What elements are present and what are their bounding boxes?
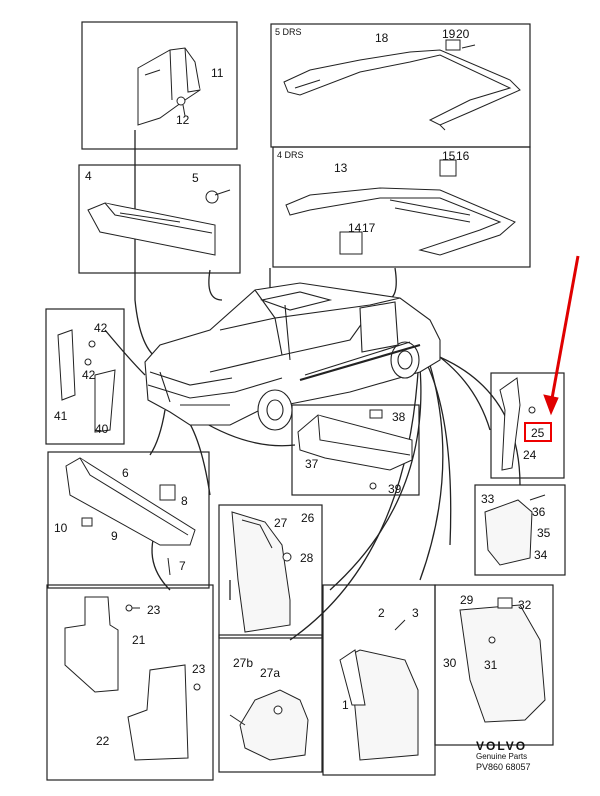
label-32: 32 <box>518 598 532 612</box>
label-39: 39 <box>388 482 402 496</box>
car-illustration <box>144 282 441 431</box>
label-17: 17 <box>362 221 376 235</box>
bumper-37-drawing <box>297 409 413 490</box>
highlight-box <box>524 422 552 442</box>
mud-flap-27-drawing <box>231 511 292 633</box>
label-18: 18 <box>375 31 389 45</box>
label-12: 12 <box>176 113 190 127</box>
highlight-arrow <box>543 255 580 416</box>
label-22: 22 <box>96 734 110 748</box>
label-16: 16 <box>456 149 470 163</box>
side-plate-21-drawing <box>64 596 140 693</box>
label-24: 24 <box>523 448 537 462</box>
label-25: 25 <box>531 426 545 440</box>
panel-title-5drs: 5 DRS <box>275 27 302 37</box>
label-27: 27 <box>274 516 288 530</box>
label-3: 3 <box>412 606 419 620</box>
brand-subtitle: Genuine Parts <box>476 752 528 761</box>
rear-strip-drawing <box>499 377 536 471</box>
label-10: 10 <box>54 521 68 535</box>
label-36: 36 <box>532 505 546 519</box>
label-20: 20 <box>456 27 470 41</box>
leader-lines <box>104 130 521 641</box>
label-21: 21 <box>132 633 146 647</box>
label-42-top: 42 <box>94 321 108 335</box>
label-13: 13 <box>334 161 348 175</box>
label-31: 31 <box>484 658 498 672</box>
label-14: 14 <box>348 221 362 235</box>
tray-4-drawing <box>87 189 231 256</box>
label-15: 15 <box>442 149 456 163</box>
panel-title-4drs: 4 DRS <box>277 150 304 160</box>
label-9: 9 <box>111 529 118 543</box>
molding-18-drawing <box>283 39 521 131</box>
label-30: 30 <box>443 656 457 670</box>
panel-frames <box>45 21 566 781</box>
grille-drawing <box>57 329 116 433</box>
label-4: 4 <box>85 169 92 183</box>
label-27a: 27a <box>260 666 281 680</box>
label-28: 28 <box>300 551 314 565</box>
label-6: 6 <box>122 466 129 480</box>
label-42-mid: 42 <box>82 368 96 382</box>
label-23-bottom: 23 <box>192 662 206 676</box>
wheel-arch-1-drawing <box>339 619 419 761</box>
bracket-11-drawing <box>137 47 201 126</box>
label-29: 29 <box>460 593 474 607</box>
side-plate-22-drawing <box>127 664 201 761</box>
mud-flap-34-drawing <box>484 494 546 566</box>
label-35: 35 <box>537 526 551 540</box>
molding-13-drawing <box>285 159 516 256</box>
rear-flap-30-drawing <box>459 597 546 723</box>
drawing-code: PV860 68057 <box>476 762 531 772</box>
label-7: 7 <box>179 559 186 573</box>
liner-27a-drawing <box>229 689 309 761</box>
label-37: 37 <box>305 457 319 471</box>
label-19: 19 <box>442 27 456 41</box>
brand-logo: VOLVO <box>476 739 528 753</box>
label-38: 38 <box>392 410 406 424</box>
label-8: 8 <box>181 494 188 508</box>
label-33: 33 <box>481 492 495 506</box>
label-40: 40 <box>95 422 109 436</box>
label-34: 34 <box>534 548 548 562</box>
label-27b: 27b <box>233 656 254 670</box>
label-2: 2 <box>378 606 385 620</box>
label-23-top: 23 <box>147 603 161 617</box>
label-11: 11 <box>211 66 224 80</box>
bracket-6-drawing <box>65 457 196 576</box>
label-5: 5 <box>192 171 199 185</box>
label-41: 41 <box>54 409 68 423</box>
label-1: 1 <box>342 698 349 712</box>
label-26: 26 <box>301 511 315 525</box>
